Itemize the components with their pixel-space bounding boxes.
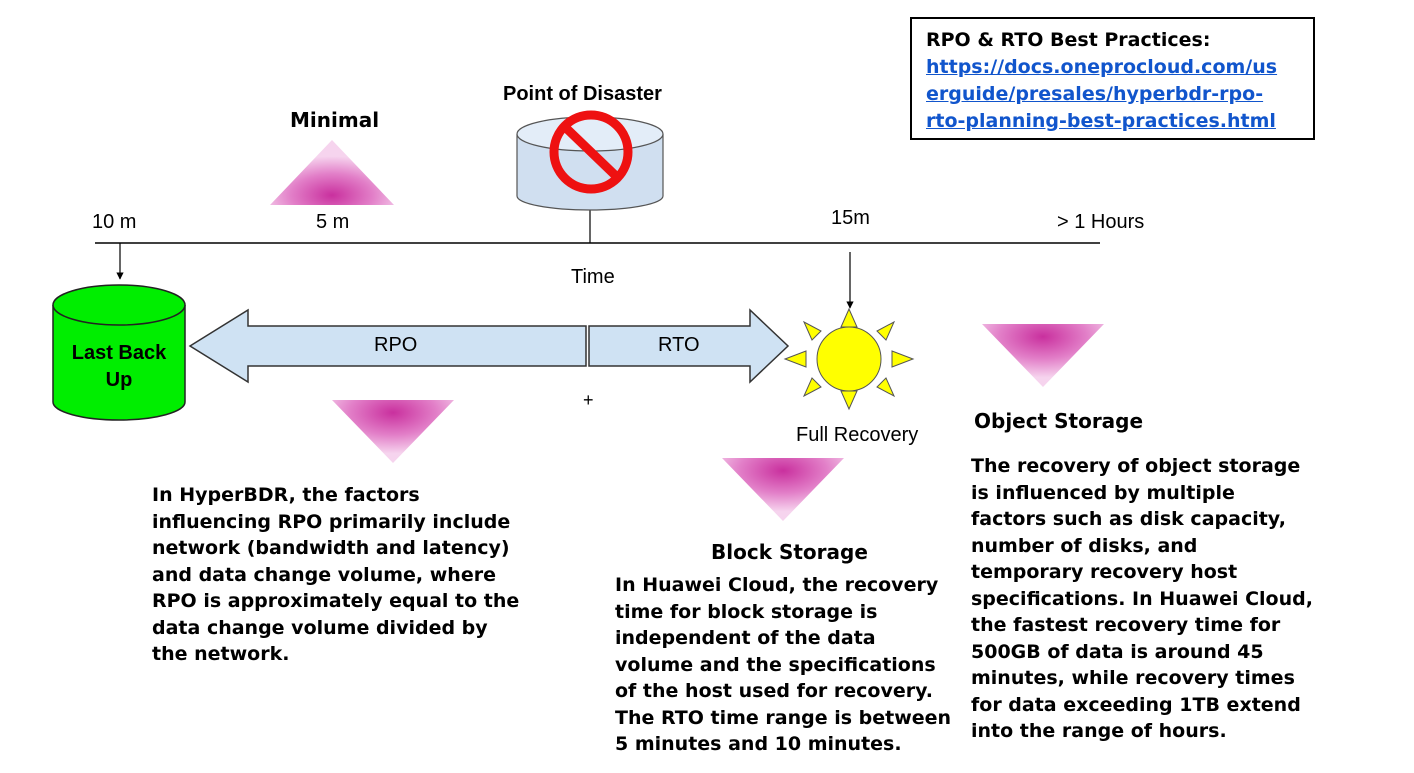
block-description-line: independent of the data — [615, 627, 876, 649]
disaster-bin-icon — [516, 110, 664, 211]
sun-icon — [783, 307, 915, 411]
tick-label-15m: 15m — [831, 207, 870, 229]
object-storage-title: Object Storage — [974, 409, 1144, 433]
rto-arrow — [588, 308, 790, 384]
block-storage-description: In Huawei Cloud, the recovery time for b… — [615, 572, 951, 758]
backup-cylinder-icon — [52, 284, 186, 421]
block-description-line: of the host used for recovery. — [615, 680, 933, 702]
minimal-label: Minimal — [290, 108, 380, 132]
rpo-arrow — [188, 308, 587, 384]
block-description-line: volume and the specifications — [615, 653, 936, 676]
best-practices-link-line-3[interactable]: rto-planning-best-practices.html — [926, 110, 1276, 132]
rpo-description-line: RPO is approximately equal to the — [152, 590, 520, 612]
rto-label: RTO — [658, 334, 700, 356]
object-storage-description: The recovery of object storage is influe… — [971, 453, 1313, 745]
object-triangle — [982, 324, 1104, 387]
block-storage-title: Block Storage — [711, 540, 868, 564]
tick-label-hours: > 1 Hours — [1057, 211, 1145, 233]
block-description-line: time for block storage is — [615, 600, 878, 623]
object-description-line: minutes, while recovery times — [971, 667, 1295, 689]
object-description-line: 500GB of data is around 45 — [971, 640, 1264, 663]
minimal-triangle — [270, 140, 394, 205]
rpo-description-line: network (bandwidth and latency) — [152, 537, 510, 559]
object-description-line: number of disks, and — [971, 534, 1198, 557]
rpo-description-line: In HyperBDR, the factors — [152, 484, 420, 506]
best-practices-link-line-1[interactable]: https://docs.oneprocloud.com/us — [926, 56, 1278, 78]
best-practices-link-line-2[interactable]: erguide/presales/hyperbdr-rpo- — [926, 83, 1264, 105]
last-backup-label: Last Back Up — [53, 340, 185, 394]
block-triangle — [722, 458, 844, 521]
object-description-line: into the range of hours. — [971, 720, 1227, 742]
full-recovery-label: Full Recovery — [796, 424, 919, 446]
rpo-description: In HyperBDR, the factors influencing RPO… — [152, 482, 519, 668]
last-backup-label-line-1: Last Back — [71, 342, 167, 364]
tick-label-5m: 5 m — [316, 211, 350, 233]
rpo-description-line: influencing RPO primarily include — [152, 510, 511, 533]
object-description-line: The recovery of object storage — [971, 455, 1301, 477]
rpo-description-line: and data change volume, where — [152, 563, 496, 586]
object-description-line: factors such as disk capacity, — [971, 508, 1286, 530]
rpo-label: RPO — [374, 334, 418, 356]
block-description-line: In Huawei Cloud, the recovery — [615, 574, 939, 596]
last-backup-label-line-2: Up — [105, 369, 133, 391]
object-description-line: for data exceeding 1TB extend — [971, 693, 1301, 716]
block-description-line: 5 minutes and 10 minutes. — [615, 733, 902, 755]
object-description-line: is influenced by multiple — [971, 481, 1235, 504]
plus-sign: + — [583, 390, 594, 410]
object-description-line: specifications. In Huawei Cloud, — [971, 587, 1313, 610]
object-description-line: the fastest recovery time for — [971, 614, 1281, 636]
best-practices-box: RPO & RTO Best Practices: https://docs.o… — [910, 17, 1315, 140]
object-description-line: temporary recovery host — [971, 561, 1238, 583]
rpo-description-line: the network. — [152, 643, 290, 665]
time-label: Time — [571, 266, 615, 288]
rpo-triangle — [332, 400, 454, 463]
tick-label-10m: 10 m — [92, 211, 137, 233]
block-description-line: The RTO time range is between — [615, 706, 952, 729]
best-practices-title: RPO & RTO Best Practices: — [926, 29, 1211, 51]
rpo-description-line: data change volume divided by — [152, 616, 488, 639]
point-of-disaster-label: Point of Disaster — [503, 83, 662, 105]
